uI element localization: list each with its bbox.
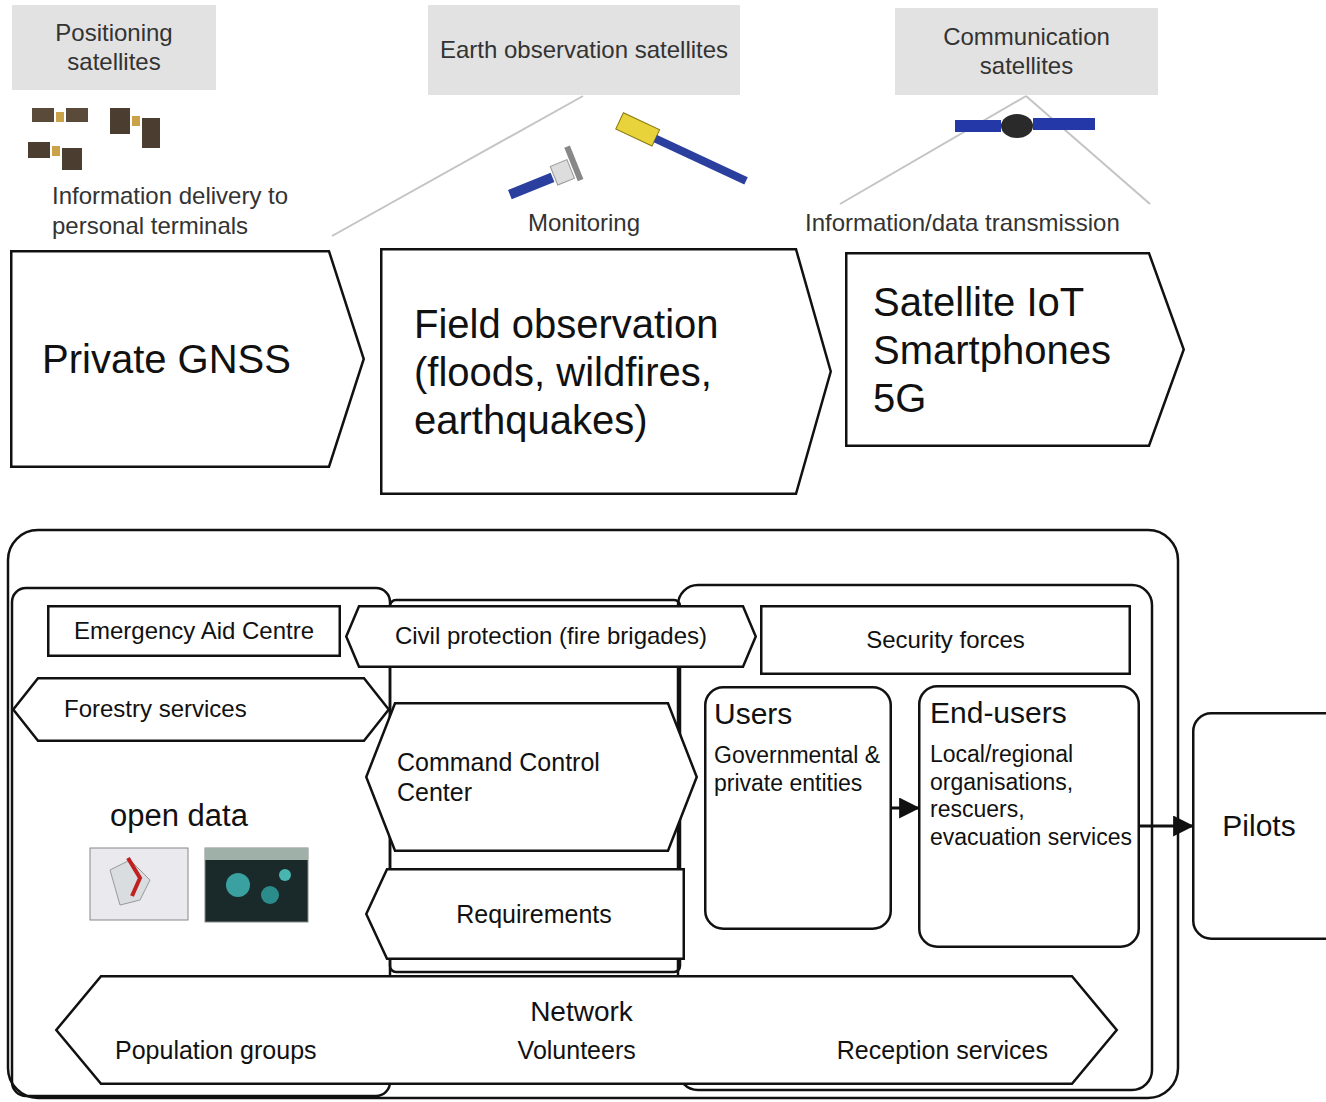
- node-text: Emergency Aid Centre: [74, 617, 314, 646]
- process-box: Private GNSS: [10, 250, 365, 468]
- flow-arrow: [892, 807, 918, 810]
- container-frames: [8, 530, 1178, 1098]
- flow-arrow: [1140, 825, 1192, 828]
- text-row: End-users: [930, 695, 1132, 731]
- process-box: Positioning satellites: [12, 5, 216, 90]
- text-row: Security forces: [770, 626, 1121, 655]
- process-box: End-usersLocal/regional organisations, r…: [918, 685, 1140, 948]
- text-row: Earth observation satellites: [438, 36, 730, 65]
- process-box: Pilots: [1192, 712, 1326, 940]
- node-text: Volunteers: [518, 1035, 636, 1065]
- text-row: Satellite IoT Smartphones 5G: [873, 278, 1155, 422]
- shape-outline: [428, 5, 740, 95]
- annotation-label: Information/data transmission: [805, 208, 1185, 238]
- process-box: Emergency Aid Centre: [47, 605, 341, 657]
- node-text: Requirements: [456, 899, 612, 929]
- annotation-label: Information delivery to personal termina…: [52, 181, 314, 241]
- text-row: Local/regional organisations, rescuers, …: [930, 741, 1132, 851]
- communication-satellite-icon: [955, 114, 1095, 138]
- text-row: Pilots: [1204, 808, 1314, 844]
- shape-outline: [846, 253, 1184, 446]
- node-text: Earth observation satellites: [440, 36, 728, 65]
- process-box: Field observation (floods, wildfires, ea…: [380, 248, 832, 495]
- shape-outline: [366, 869, 684, 959]
- positioning-satellite-icons: [28, 108, 160, 170]
- node-text: Communication satellites: [905, 23, 1148, 81]
- process-box: Command Control Center: [365, 702, 698, 852]
- annotation-label: open data: [110, 797, 280, 836]
- earth-observation-satellite-icons: [501, 113, 750, 207]
- shape-outline: [919, 686, 1139, 947]
- shape-outline: [56, 976, 1117, 1084]
- shape-outline: [895, 8, 1158, 95]
- process-box: Forestry services: [12, 677, 390, 742]
- shape-outline: [761, 606, 1130, 674]
- process-box: UsersGovernmental & private entities: [704, 686, 892, 930]
- node-text: Field observation (floods, wildfires, ea…: [414, 300, 786, 444]
- text-row: Network: [115, 995, 1048, 1029]
- shape-outline: [1193, 713, 1326, 939]
- text-row: Civil protection (fire brigades): [363, 622, 739, 651]
- text-row: Forestry services: [64, 695, 360, 724]
- node-text: Population groups: [115, 1035, 317, 1065]
- open-data-thumbnails: [90, 848, 308, 922]
- text-row: Private GNSS: [42, 335, 319, 383]
- process-box: Civil protection (fire brigades): [345, 605, 757, 668]
- process-box: Earth observation satellites: [428, 5, 740, 95]
- text-row: Communication satellites: [905, 23, 1148, 81]
- text-row: Users: [714, 696, 884, 732]
- text-row: Requirements: [393, 899, 675, 929]
- node-text: Civil protection (fire brigades): [395, 622, 707, 651]
- shape-outline: [705, 687, 891, 929]
- shape-outline: [346, 606, 756, 667]
- node-text: Local/regional organisations, rescuers, …: [930, 741, 1132, 851]
- node-text: Positioning satellites: [22, 19, 206, 77]
- node-text: Command Control Center: [397, 747, 647, 807]
- shape-outline: [12, 5, 216, 90]
- text-row: Command Control Center: [397, 747, 662, 807]
- text-row: Governmental & private entities: [714, 742, 884, 797]
- box-outline: [55, 975, 1118, 1085]
- node-text: Governmental & private entities: [714, 742, 884, 797]
- process-box: Communication satellites: [895, 8, 1158, 95]
- box-outline: [365, 702, 698, 852]
- process-box: Satellite IoT Smartphones 5G: [845, 252, 1185, 447]
- node-text: Pilots: [1222, 808, 1295, 844]
- shape-outline: [366, 703, 697, 851]
- node-text: Users: [714, 696, 792, 732]
- annotation-label: Monitoring: [528, 208, 678, 238]
- node-text: Reception services: [837, 1035, 1048, 1065]
- node-text: Private GNSS: [42, 335, 291, 383]
- node-text: Security forces: [866, 626, 1025, 655]
- node-text: Forestry services: [64, 695, 247, 724]
- process-box: NetworkPopulation groups Volunteers Recept…: [55, 975, 1118, 1085]
- text-row: Population groups Volunteers Reception ser…: [115, 1035, 1048, 1065]
- text-row: Field observation (floods, wildfires, ea…: [414, 300, 790, 444]
- node-text: End-users: [930, 695, 1067, 731]
- text-row: Emergency Aid Centre: [55, 617, 333, 646]
- text-row: Positioning satellites: [22, 19, 206, 77]
- process-box: Requirements: [365, 868, 685, 960]
- node-text: Network: [530, 995, 633, 1029]
- process-box: Security forces: [760, 605, 1131, 675]
- shape-outline: [11, 251, 364, 467]
- shape-outline: [13, 678, 389, 741]
- node-text: Satellite IoT Smartphones 5G: [873, 278, 1148, 422]
- shape-outline: [48, 606, 340, 656]
- shape-outline: [381, 249, 831, 494]
